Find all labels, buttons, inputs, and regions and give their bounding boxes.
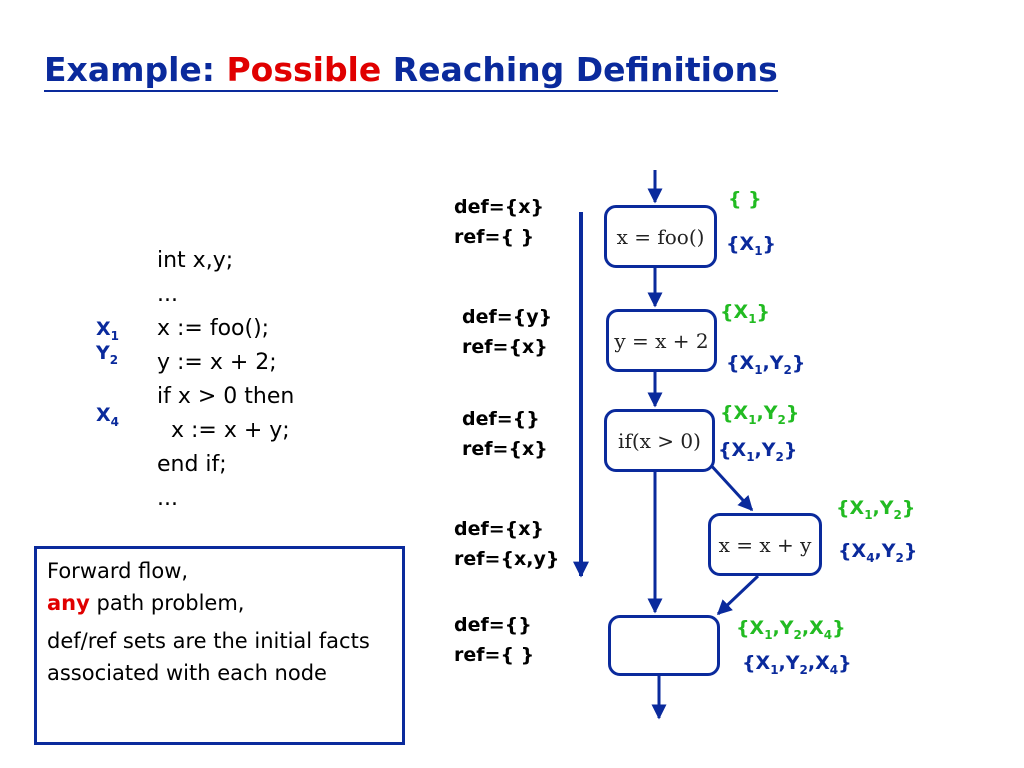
code-line: end if; — [157, 452, 227, 477]
defref-node4: def={x}ref={x,y} — [454, 518, 560, 570]
node-y-assign: y = x + 2 — [606, 309, 717, 372]
set-n4-out: {X4,Y2} — [838, 540, 918, 565]
edge-4-5 — [716, 574, 760, 616]
set-n5-in: {X1,Y2,X4} — [736, 617, 846, 642]
def-label-y2: Y2 — [96, 342, 119, 367]
def-label-x4: X4 — [96, 404, 120, 429]
set-n1-in: { } — [728, 188, 762, 210]
node-if: if(x > 0) — [604, 409, 715, 472]
set-n2-out: {X1,Y2} — [726, 352, 806, 377]
code-line: if x > 0 then — [157, 384, 295, 409]
node-x-foo: x = foo() — [604, 205, 717, 268]
defref-node1: def={x}ref={ } — [454, 196, 544, 248]
node-exit — [608, 615, 720, 676]
note-line: def/ref sets are the initial facts assoc… — [47, 629, 370, 685]
code-line: ... — [157, 486, 178, 511]
code-line: x := x + y; — [157, 418, 290, 443]
set-n2-in: {X1} — [720, 301, 771, 326]
slide-title: Example: Possible Reaching Definitions — [44, 50, 778, 92]
note-line: any path problem, — [47, 591, 245, 615]
defref-node5: def={}ref={ } — [454, 614, 535, 666]
code-line: y := x + 2; — [157, 350, 277, 375]
code-line: int x,y; — [157, 248, 234, 273]
title-suffix: Reaching Definitions — [381, 50, 778, 89]
defref-node3: def={}ref={x} — [462, 408, 548, 460]
set-n5-out: {X1,Y2,X4} — [742, 652, 852, 677]
set-n1-out: {X1} — [726, 233, 777, 258]
edge-3-4 — [706, 460, 754, 512]
defref-node2: def={y}ref={x} — [462, 306, 553, 358]
code-line: ... — [157, 282, 178, 307]
set-n4-in: {X1,Y2} — [836, 497, 916, 522]
node-x-update: x = x + y — [708, 513, 822, 576]
title-highlight: Possible — [226, 50, 382, 89]
note-line: Forward flow, — [47, 559, 189, 583]
def-label-x1: X1 — [96, 318, 120, 343]
set-n3-out: {X1,Y2} — [718, 439, 798, 464]
title-prefix: Example: — [44, 50, 227, 89]
set-n3-in: {X1,Y2} — [720, 402, 800, 427]
note-any: any — [47, 591, 90, 615]
note-box: Forward flow, any path problem, def/ref … — [34, 546, 405, 745]
code-line: x := foo(); — [157, 316, 270, 341]
code-listing: int x,y; ... x := foo(); y := x + 2; if … — [157, 244, 294, 516]
